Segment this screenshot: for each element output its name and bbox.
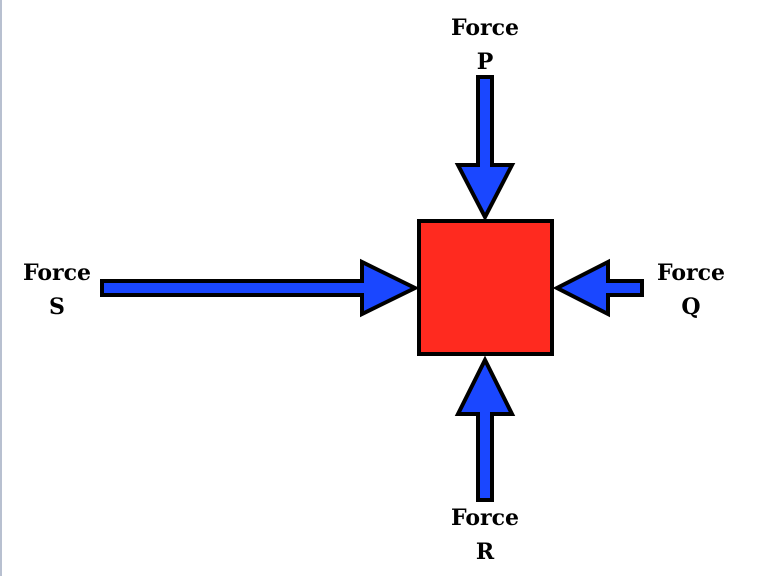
label-force-q-line2: Q [681,294,700,320]
label-force-r-line2: R [476,539,495,565]
left-border [0,0,2,576]
label-force-p-line2: P [477,49,494,75]
label-force-p-line1: Force [451,15,519,41]
block [417,219,554,356]
label-force-q-line1: Force [657,260,725,286]
label-force-s-line1: Force [23,260,91,286]
arrow-force-r [454,355,516,502]
label-force-r-line1: Force [451,505,519,531]
arrow-force-p [454,75,516,222]
arrow-force-s [100,258,420,318]
label-force-s-line2: S [49,294,65,320]
arrow-force-q [552,258,644,318]
